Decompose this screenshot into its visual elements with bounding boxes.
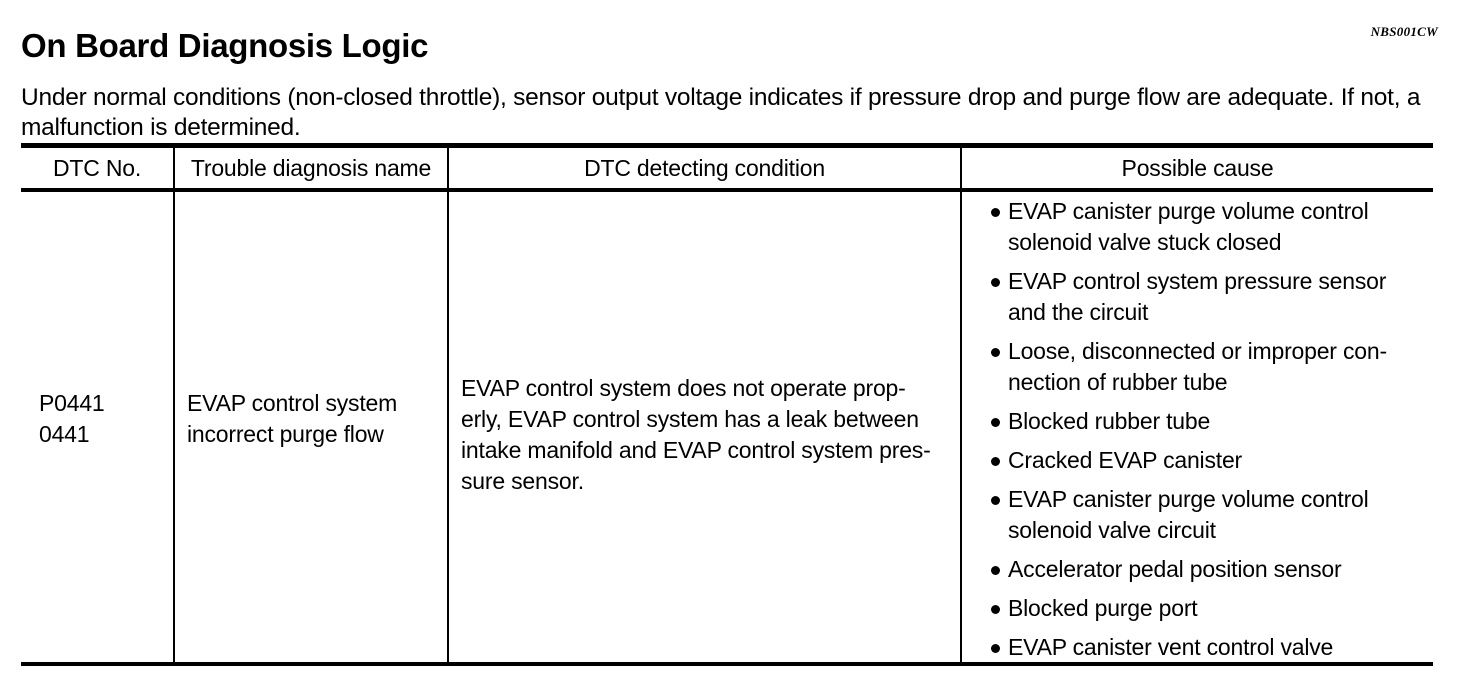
list-item-label: EVAP control system pressure sensor xyxy=(1008,268,1387,294)
cell-dtc-no: P0441 0441 xyxy=(39,388,173,450)
list-item: EVAP canister purge volume control soleno… xyxy=(972,484,1433,546)
column-header-trouble-diagnosis-name: Trouble diagnosis name xyxy=(190,155,432,181)
list-item-label: Accelerator pedal position sensor xyxy=(1008,556,1342,582)
dtc-table: DTC No. Trouble diagnosis name DTC detec… xyxy=(21,143,1433,666)
list-item: Blocked purge port xyxy=(972,593,1433,624)
column-divider-2 xyxy=(447,148,449,662)
list-item-label: Cracked EVAP canister xyxy=(1008,447,1242,473)
document-reference-code: NBS001CW xyxy=(1370,24,1438,39)
list-item-label: Blocked purge port xyxy=(1008,595,1198,621)
text-line: P0441 xyxy=(39,390,105,416)
list-item: Loose, disconnected or improper con-nect… xyxy=(972,336,1433,398)
bullet-icon xyxy=(991,605,1000,614)
text-line: incorrect purge flow xyxy=(187,421,384,447)
list-item: EVAP control system pressure sensor and t… xyxy=(972,266,1433,328)
column-header-possible-cause: Possible cause xyxy=(1121,155,1274,181)
bullet-icon xyxy=(991,644,1000,653)
bullet-icon xyxy=(991,496,1000,505)
text-line: erly, EVAP control system has a leak bet… xyxy=(461,406,919,432)
text-line: sure sensor. xyxy=(461,468,584,494)
list-item-label: and the circuit xyxy=(1008,299,1149,325)
table-top-border xyxy=(21,143,1433,148)
list-item-label: EVAP canister purge volume control xyxy=(1008,198,1369,224)
bullet-icon xyxy=(991,566,1000,575)
cell-dtc-detecting-condition: EVAP control system does not operate pro… xyxy=(461,373,957,497)
bullet-icon xyxy=(991,457,1000,466)
table-header-border xyxy=(21,188,1433,192)
text-line: intake manifold and EVAP control system … xyxy=(461,437,931,463)
column-divider-1 xyxy=(173,148,175,662)
list-item-label: EVAP canister purge volume control xyxy=(1008,486,1369,512)
text-line: 0441 xyxy=(39,421,90,447)
bullet-icon xyxy=(991,348,1000,357)
intro-paragraph: Under normal conditions (non-closed thro… xyxy=(21,83,1421,141)
list-item-label: Blocked rubber tube xyxy=(1008,408,1211,434)
list-item: Accelerator pedal position sensor xyxy=(972,554,1433,585)
list-item-label: Loose, disconnected or improper con- xyxy=(1008,338,1387,364)
table-bottom-border xyxy=(21,662,1433,666)
list-item: Blocked rubber tube xyxy=(972,406,1433,437)
list-item-label: solenoid valve circuit xyxy=(1008,517,1216,543)
list-item-label: solenoid valve stuck closed xyxy=(1008,229,1282,255)
possible-cause-list: EVAP canister purge volume control soleno… xyxy=(972,196,1433,671)
list-item: EVAP canister vent control valve xyxy=(972,632,1433,663)
bullet-icon xyxy=(991,278,1000,287)
bullet-icon xyxy=(991,418,1000,427)
column-divider-3 xyxy=(960,148,962,662)
column-header-dtc-no: DTC No. xyxy=(52,155,142,181)
cell-trouble-diagnosis-name: EVAP control system incorrect purge flow xyxy=(187,388,442,450)
bullet-icon xyxy=(991,208,1000,217)
text-line: EVAP control system xyxy=(187,390,398,416)
column-header-dtc-detecting-condition: DTC detecting condition xyxy=(584,155,825,181)
page-title: On Board Diagnosis Logic xyxy=(21,27,429,65)
list-item-label: EVAP canister vent control valve xyxy=(1008,634,1334,660)
list-item-label: nection of rubber tube xyxy=(1008,369,1228,395)
list-item: EVAP canister purge volume control soleno… xyxy=(972,196,1433,258)
text-line: EVAP control system does not operate pro… xyxy=(461,375,906,401)
list-item: Cracked EVAP canister xyxy=(972,445,1433,476)
